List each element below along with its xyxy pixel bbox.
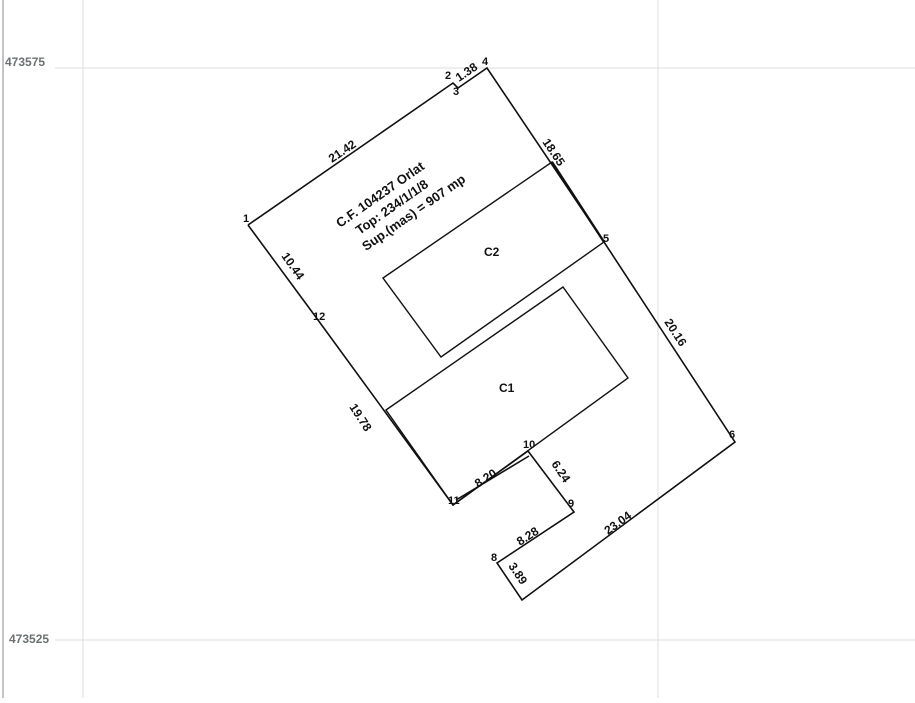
distance-label-1-12: 10.44 (279, 250, 308, 283)
distance-labels: 21.42 1.38 18.65 10.44 19.78 20.16 8.20 … (279, 60, 690, 588)
vertex-label-4: 4 (482, 56, 489, 68)
northing-label-bottom: 473525 (9, 632, 50, 646)
vertex-label-10: 10 (523, 439, 535, 451)
distance-label-10-9: 6.24 (549, 458, 574, 485)
distance-label-11-10: 8.20 (472, 466, 499, 491)
vertex-label-9: 9 (568, 498, 574, 510)
distance-label-1-2: 21.42 (326, 137, 359, 166)
distance-label-5-6: 20.16 (661, 316, 689, 349)
vertex-label-1: 1 (243, 213, 249, 225)
vertex-label-8: 8 (491, 552, 497, 564)
vertex-label-3: 3 (453, 86, 459, 98)
distance-label-9-8: 8.28 (514, 524, 541, 549)
boundary-double-line (455, 455, 530, 501)
building-c1-outline (385, 286, 629, 506)
parcel-title-block: C.F. 104237 Orlat Top: 234/1/1/8 Sup.(ma… (333, 158, 468, 254)
vertex-label-2: 2 (445, 70, 451, 82)
building-c1-label: C1 (499, 381, 515, 395)
parcel-boundary (247, 66, 737, 602)
vertex-label-6: 6 (729, 429, 735, 441)
building-c2-outline (382, 161, 605, 358)
vertex-labels: 1 2 3 4 5 6 8 9 10 11 12 (243, 56, 735, 564)
buildings (382, 161, 629, 506)
distance-label-3-4: 1.38 (453, 60, 480, 85)
vertex-label-11: 11 (448, 495, 460, 507)
parcel-outline (247, 66, 737, 602)
northing-label-top: 473575 (5, 55, 46, 69)
vertex-label-5: 5 (603, 233, 609, 245)
building-c2-label: C2 (484, 245, 500, 259)
distance-label-7-6: 23.04 (602, 508, 635, 537)
distance-label-8-7: 3.89 (506, 560, 531, 587)
vertex-label-12: 12 (313, 311, 325, 323)
distance-label-12-11: 19.78 (346, 401, 374, 434)
